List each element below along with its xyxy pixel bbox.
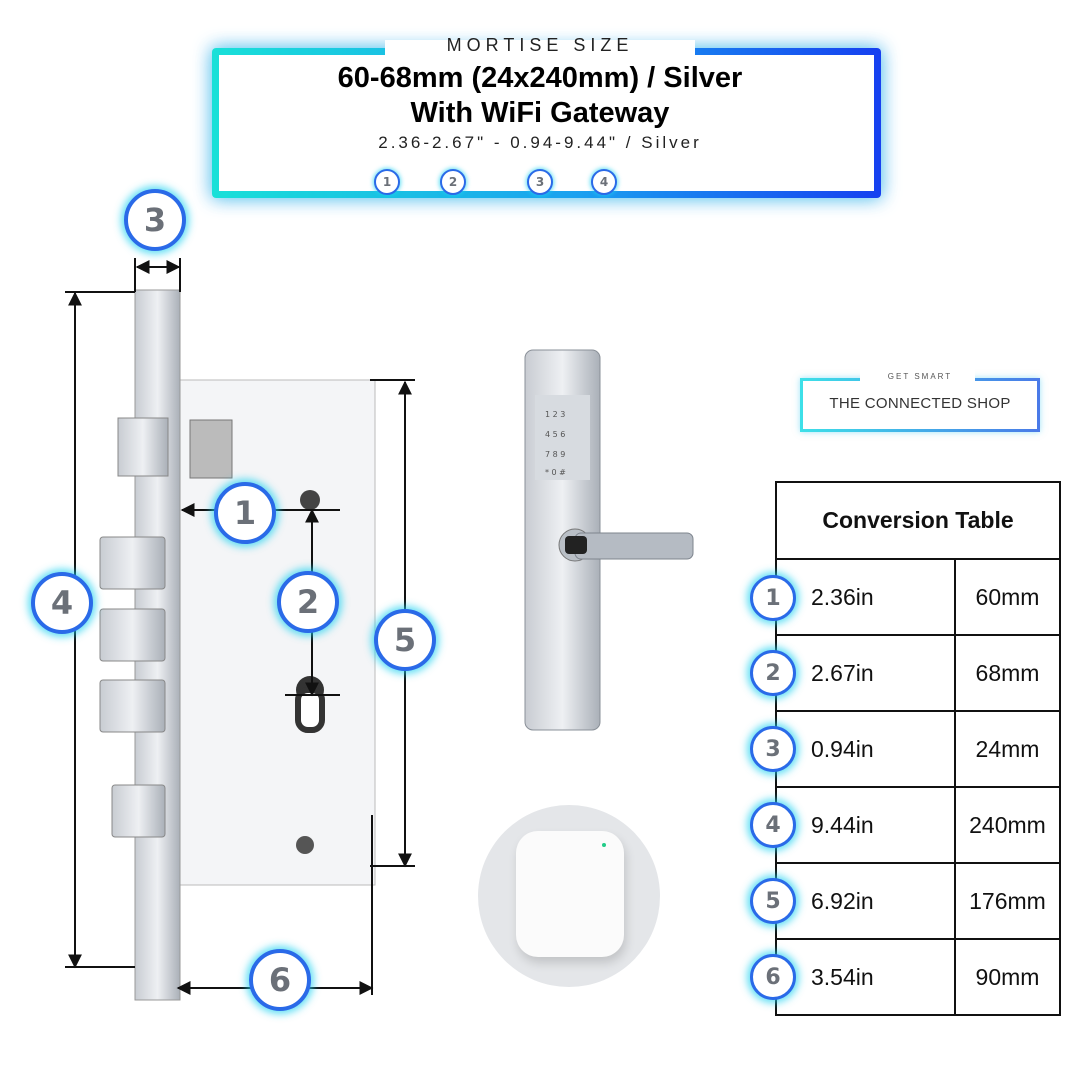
logo-name: THE CONNECTED SHOP	[829, 395, 1011, 412]
dimension-3-badge: 3	[124, 189, 186, 251]
dimension-4-badge: 4	[31, 572, 93, 634]
brand-logo	[800, 378, 1040, 432]
header-frame	[212, 48, 881, 198]
gateway-device	[516, 831, 624, 957]
table-row-2-badge: 2	[750, 650, 796, 696]
header-title-line1: 60-68mm (24x240mm) / Silver	[337, 62, 743, 94]
mm-cell: 90mm	[954, 938, 1061, 1016]
latch	[117, 417, 169, 477]
header-marker-3: 3	[527, 169, 553, 195]
table-row-1-badge: 1	[750, 575, 796, 621]
smart-lock-handle-image: 1 2 3 4 5 6 7 8 9 * 0 #	[524, 349, 694, 731]
gateway-led	[602, 843, 606, 847]
svg-text:4 5 6: 4 5 6	[545, 430, 565, 439]
inches-cell: 6.92in	[775, 862, 956, 940]
table-row-6-badge: 6	[750, 954, 796, 1000]
dimension-2-badge: 2	[277, 571, 339, 633]
wifi-gateway-image	[478, 805, 660, 987]
svg-text:* 0 #: * 0 #	[545, 468, 566, 477]
lock-body	[179, 379, 376, 886]
header-frame-gap	[385, 40, 695, 64]
inches-cell: 3.54in	[775, 938, 956, 1016]
svg-text:1 2 3: 1 2 3	[545, 410, 565, 419]
table-title: Conversion Table	[775, 481, 1061, 560]
mm-cell: 176mm	[954, 862, 1061, 940]
header-marker-4: 4	[591, 169, 617, 195]
mortise-lock-diagram	[65, 258, 415, 1001]
mm-cell: 24mm	[954, 710, 1061, 788]
logo-tagline: GET SMART	[887, 372, 953, 381]
header-marker-1: 1	[374, 169, 400, 195]
header-kicker: MORTISE SIZE	[446, 35, 634, 55]
dimension-6-badge: 6	[249, 949, 311, 1011]
header-title-line2: With WiFi Gateway	[410, 97, 670, 129]
inches-cell: 2.36in	[775, 558, 956, 636]
dimension-1-badge: 1	[214, 482, 276, 544]
header-subtitle: 2.36-2.67" - 0.94-9.44" / Silver	[378, 133, 702, 152]
table-row-4-badge: 4	[750, 802, 796, 848]
inches-cell: 0.94in	[775, 710, 956, 788]
table-row-3-badge: 3	[750, 726, 796, 772]
mm-cell: 240mm	[954, 786, 1061, 864]
header-marker-2: 2	[440, 169, 466, 195]
table-row-5-badge: 5	[750, 878, 796, 924]
mm-cell: 68mm	[954, 634, 1061, 712]
inches-cell: 2.67in	[775, 634, 956, 712]
auxiliary-bolt	[111, 784, 166, 838]
dimension-5-badge: 5	[374, 609, 436, 671]
inches-cell: 9.44in	[775, 786, 956, 864]
deadbolt-3	[99, 679, 166, 733]
svg-text:7 8 9: 7 8 9	[545, 450, 565, 459]
deadbolt-1	[99, 536, 166, 590]
mm-cell: 60mm	[954, 558, 1061, 636]
deadbolt-2	[99, 608, 166, 662]
